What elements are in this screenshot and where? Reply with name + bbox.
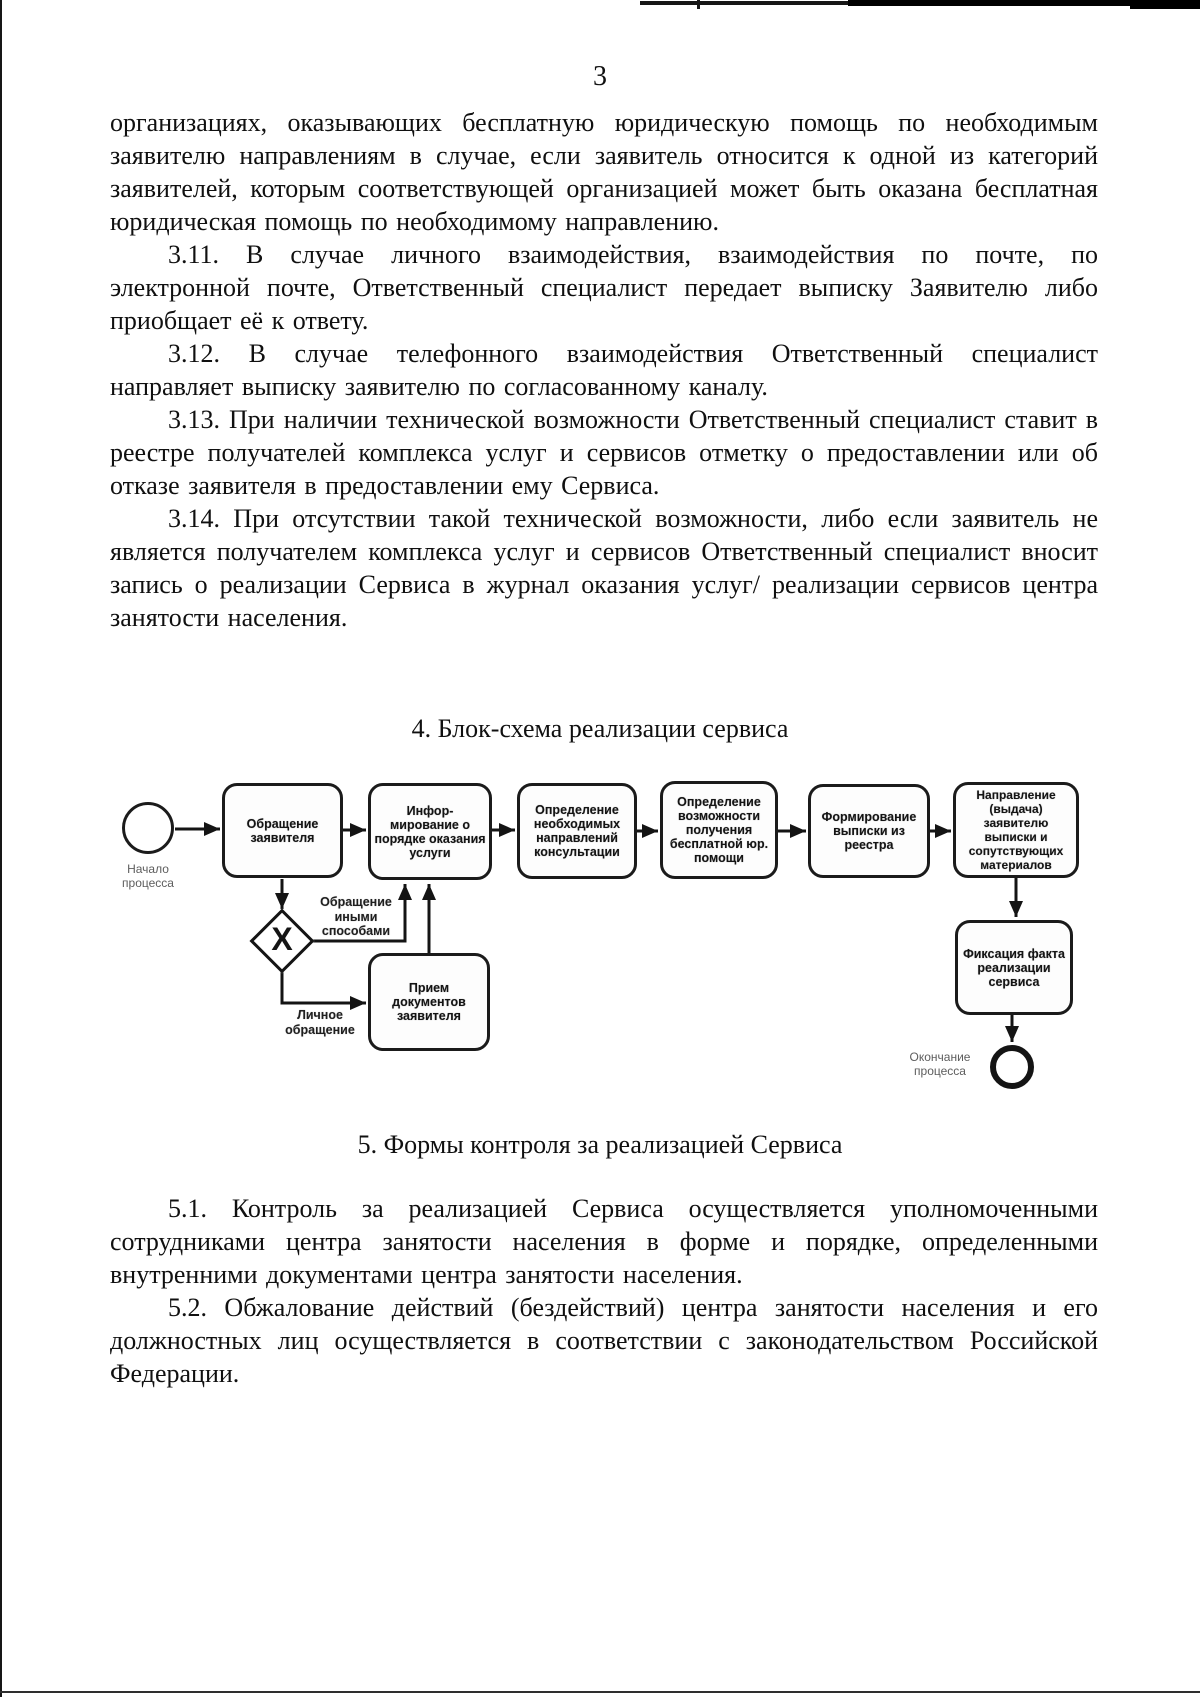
paragraph-3-13: 3.13. При наличии технической возможност… [110,405,1098,500]
scan-artifact-bottom-line [0,1691,1200,1693]
paragraph-3-14: 3.14. При отсутствии такой технической в… [110,504,1098,632]
flow-node-receive-applicant-documents: Прием документов заявителя [368,953,490,1051]
scan-artifact-top-corner [1130,0,1200,9]
scan-artifact-left-edge [0,0,2,1697]
page-number: 3 [593,61,607,92]
paragraph-3-11: 3.11. В случае личного взаимодействия, в… [110,240,1098,335]
body-text-section-3: организациях, оказывающих бесплатную юри… [110,106,1098,634]
body-text-section-5: 5.1. Контроль за реализацией Сервиса осу… [110,1192,1098,1390]
flow-node-applicant-request: Обращение заявителя [222,783,343,878]
flow-node-send-extract-to-applicant: Направление (выдача) заявителю выписки и… [953,782,1079,878]
start-event-circle [122,802,174,854]
paragraph-3-10-continued: организациях, оказывающих бесплатную юри… [110,108,1098,236]
scan-artifact-top-tick [697,0,700,9]
end-event-circle [990,1045,1034,1089]
paragraph-3-12: 3.12. В случае телефонного взаимодействи… [110,339,1098,401]
end-event-label: Окончание процесса [909,1050,971,1078]
paragraph-5-1: 5.1. Контроль за реализацией Сервиса осу… [110,1194,1098,1289]
paragraph-5-2: 5.2. Обжалование действий (бездействий) … [110,1293,1098,1388]
section-5-heading: 5. Формы контроля за реализацией Сервиса [357,1130,843,1159]
process-flowchart: Начало процесса Обращение заявителя Инфо… [0,758,1200,1103]
flow-node-determine-free-legal-aid: Определение возможности получения беспла… [660,781,778,879]
edge-label-personal-visit: Личное обращение [285,1008,355,1037]
start-event-label: Начало процесса [122,862,174,890]
flow-node-form-registry-extract: Формирование выписки из реестра [808,784,930,878]
exclusive-gateway-x-icon: X [271,920,293,957]
scan-artifact-top-bar [848,0,1200,6]
flow-node-determine-consultation-directions: Определение необходимых направлений конс… [517,783,637,879]
flow-node-record-service-fact: Фиксация факта реализации сервиса [955,920,1073,1015]
edge-label-other-ways: Обращение иными способами [320,895,392,938]
section-4-heading: 4. Блок-схема реализации сервиса [411,714,789,743]
flow-node-informing-about-service: Инфор-мирование о порядке оказания услуг… [368,783,492,880]
